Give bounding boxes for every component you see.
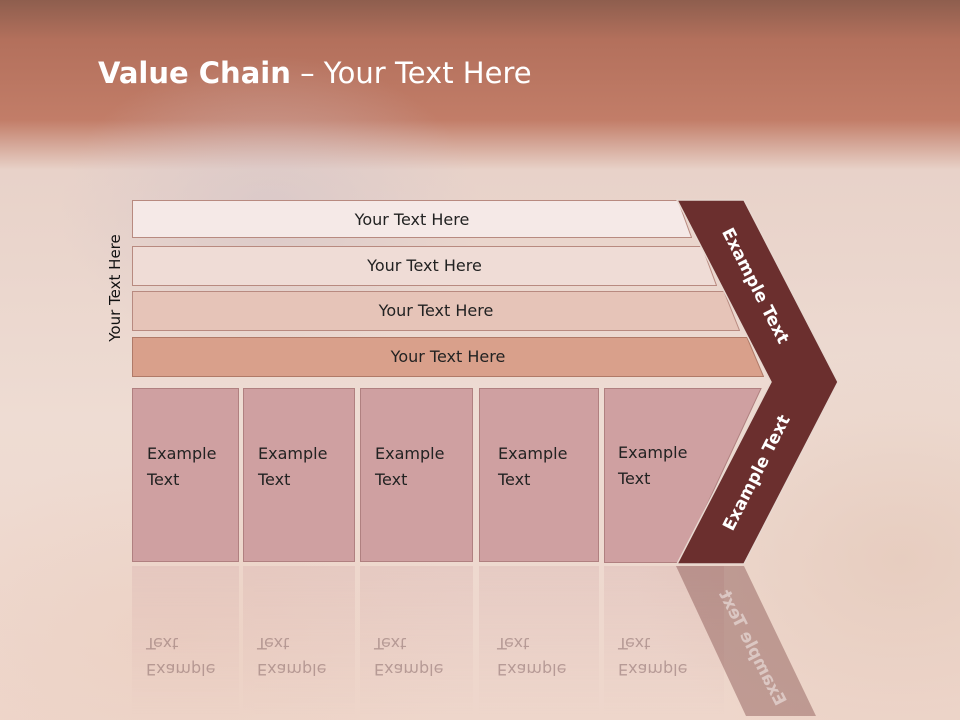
box-3-line1: Example: [375, 444, 445, 463]
box-1-line1: Example: [147, 444, 217, 463]
box-2: Example Text: [243, 388, 355, 562]
box-2-text: Example Text: [258, 441, 348, 493]
box-3-text: Example Text: [375, 441, 465, 493]
bar-3: Your Text Here: [132, 291, 740, 331]
box-4-line2: Text: [498, 470, 531, 489]
box-5-reflection: Example Text: [604, 566, 724, 716]
bar-3-label: Your Text Here: [378, 300, 494, 320]
margin-chevron-reflection: [676, 566, 816, 716]
box-2-line2: Text: [258, 470, 291, 489]
box-1-text: Example Text: [147, 441, 237, 493]
bar-3-shape: [132, 291, 740, 331]
box-4-line1: Example: [498, 444, 568, 463]
box-4-reflection-line2: Text: [497, 634, 530, 653]
box-3-reflection-text: Example Text: [374, 630, 443, 682]
box-2-reflection-line2: Text: [257, 634, 290, 653]
box-2-reflection-text: Example Text: [257, 630, 326, 682]
box-3-reflection: Example Text: [360, 566, 473, 716]
title-rest: – Your Text Here: [290, 56, 532, 90]
box-1-reflection-line2: Text: [146, 634, 179, 653]
box-5-text: Example Text: [618, 440, 708, 492]
box-4-reflection-line1: Example: [497, 660, 567, 679]
box-5-line2: Text: [618, 469, 651, 488]
box-5-line1: Example: [618, 443, 688, 462]
bar-4-shape: [132, 337, 764, 377]
box-1-reflection: Example Text: [132, 566, 239, 716]
box-4-text: Example Text: [498, 441, 588, 493]
bar-1-label: Your Text Here: [354, 209, 470, 229]
bar-4-label: Your Text Here: [390, 346, 506, 366]
box-3-line2: Text: [375, 470, 408, 489]
box-3-reflection-line2: Text: [374, 634, 407, 653]
box-1-reflection-text: Example Text: [146, 630, 215, 682]
title-bold: Value Chain: [98, 56, 291, 90]
side-label: Your Text Here: [106, 234, 124, 342]
bar-2-label: Your Text Here: [367, 255, 482, 275]
box-2-reflection: Example Text: [243, 566, 355, 716]
bar-2-shape: [132, 246, 717, 286]
box-3: Example Text: [360, 388, 473, 562]
box-2-reflection-line1: Example: [257, 660, 327, 679]
bar-2: Your Text Here: [132, 246, 717, 286]
bar-1-shape: [132, 200, 692, 238]
box-3-reflection-line1: Example: [374, 660, 444, 679]
box-4: Example Text: [479, 388, 599, 562]
box-2-line1: Example: [258, 444, 328, 463]
box-1-line2: Text: [147, 470, 180, 489]
box-4-reflection: Example Text: [479, 566, 599, 716]
bar-1: Your Text Here: [132, 200, 692, 238]
box-1: Example Text: [132, 388, 239, 562]
box-4-reflection-text: Example Text: [497, 630, 566, 682]
box-1-reflection-line1: Example: [146, 660, 216, 679]
slide-title: Value Chain – Your Text Here: [98, 56, 532, 90]
bar-4: Your Text Here: [132, 337, 764, 377]
margin-chevron: [675, 199, 839, 565]
box-5: Example Text: [604, 388, 714, 562]
